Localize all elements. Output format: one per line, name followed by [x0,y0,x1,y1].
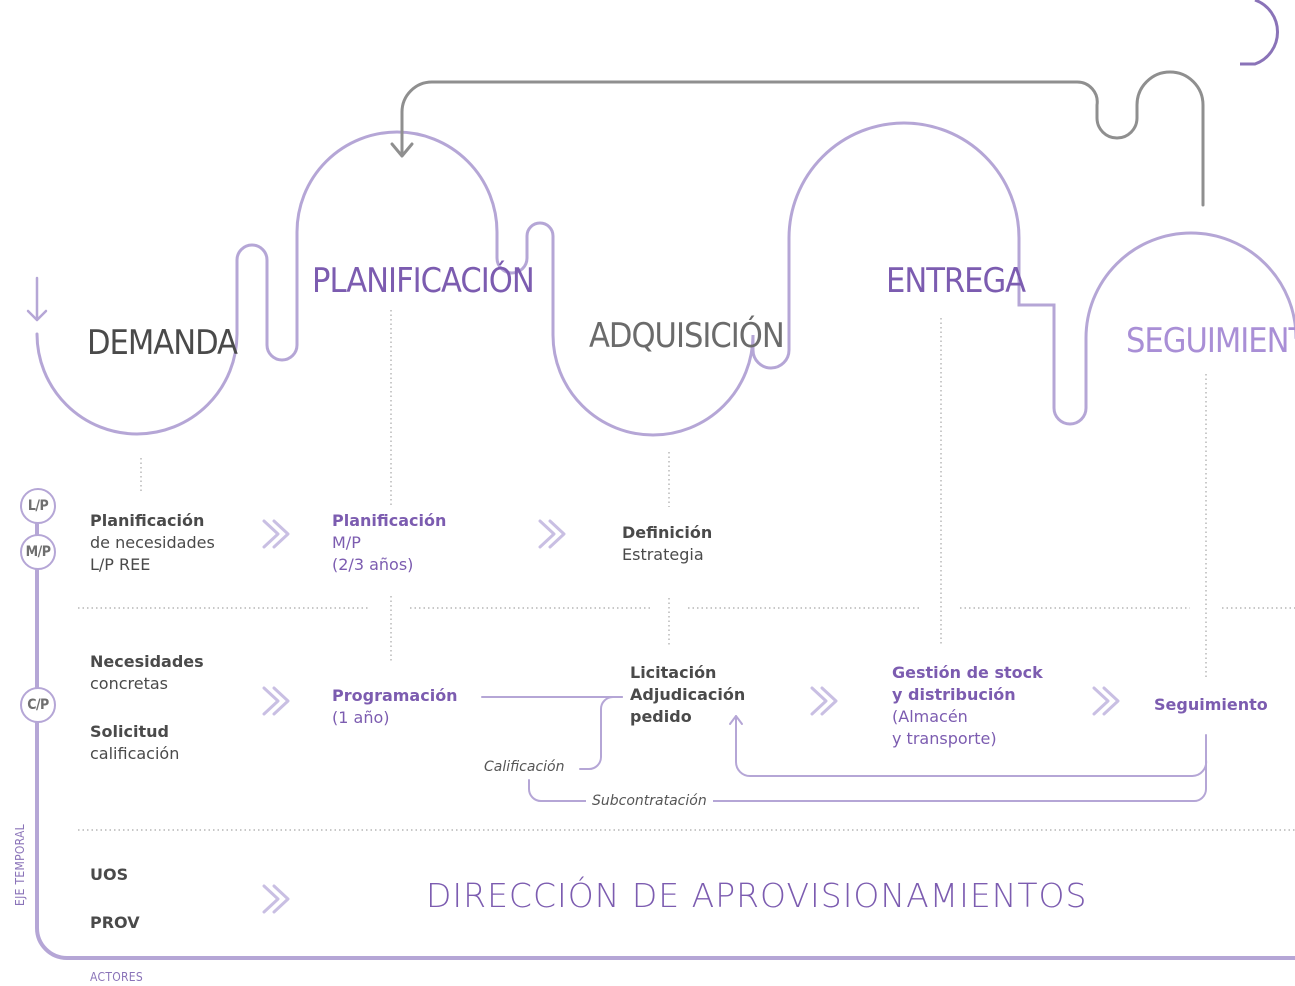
r1-col2-l3: (2/3 años) [332,555,414,574]
r2-solicitud-l2: calificación [90,744,180,763]
vertical-guides [140,310,1207,677]
top-right-arc [1240,0,1280,66]
r2-necesidades-bold: Necesidades [90,652,204,671]
r1-col1-l2: de necesidades [90,533,215,552]
feedback-arrowhead [390,142,414,158]
r2-programacion-l2: (1 año) [332,708,390,727]
actor-uos: UOS [90,865,129,884]
subcontratacion-connector [528,734,1208,803]
chevron-icon [262,519,290,549]
r2-licitacion-l2: Adjudicación [630,685,746,704]
chevron-icon [262,686,290,716]
r1-col2-l2: M/P [332,533,361,552]
r1-col3-l2: Estrategia [622,545,704,564]
feedback-loop-line [400,70,1205,207]
seguimiento-return-connector [735,715,1208,778]
chevron-icon [538,519,566,549]
r2-seguimiento: Seguimiento [1154,695,1268,714]
r2-licitacion-l1: Licitación [630,663,717,682]
label-subcontratacion: Subcontratación [586,790,713,812]
chevrons [262,519,1120,914]
r2-licitacion-l3: pedido [630,707,692,726]
down-arrow-icon [26,276,48,322]
chevron-icon [810,686,838,716]
r1-col1-l3: L/P REE [90,555,151,574]
stage-demanda: DEMANDA [87,323,238,363]
r1-col2-bold: Planificación [332,511,447,530]
axis-label-eje-temporal: EJE TEMPORAL [13,824,27,906]
actor-prov: PROV [90,913,140,932]
badge-cp: C/P [20,687,56,723]
direccion-aprovisionamientos: DIRECCIÓN DE APROVISIONAMIENTOS [426,876,1088,915]
r1-col1-bold: Planificación [90,511,205,530]
connectors [481,696,1208,803]
r2-gestion-l1: Gestión de stock [892,663,1043,682]
axis-line [35,520,1295,960]
badge-lp: L/P [20,488,56,524]
badge-mp: M/P [20,534,56,570]
horizontal-separators [78,607,1295,831]
r2-programacion-bold: Programación [332,686,458,705]
stage-planificacion: PLANIFICACIÓN [312,260,534,301]
r2-gestion-l3: (Almacén [892,707,968,726]
label-calificacion: Calificación [478,756,571,778]
r1-col3-bold: Definición [622,523,713,542]
flow-wave-line [35,121,1295,437]
axis-label-actores: ACTORES [90,970,144,984]
r2-gestion-l4: y transporte) [892,729,997,748]
stage-seguimiento: SEGUIMIENTO [1126,321,1295,361]
return-arrowhead [729,715,743,725]
chevron-icon [262,884,290,914]
r2-necesidades-l2: concretas [90,674,169,693]
chevron-icon [1092,686,1120,716]
stage-entrega: ENTREGA [886,261,1026,301]
stage-adquisicion: ADQUISICIÓN [589,315,784,356]
calificacion-connector [579,696,623,770]
r2-solicitud-bold: Solicitud [90,722,169,741]
r2-gestion-l2: y distribución [892,685,1016,704]
